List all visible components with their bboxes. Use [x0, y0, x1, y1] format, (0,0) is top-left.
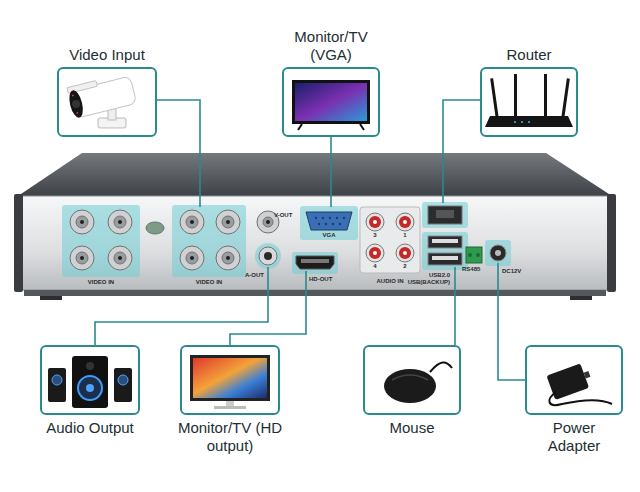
device-label: Video Input: [37, 46, 177, 64]
port-label: 2: [401, 263, 409, 270]
device-label: Monitor/TV (HD output): [175, 419, 285, 455]
port-label: RS485: [462, 266, 492, 273]
port-label: 1: [401, 232, 409, 239]
port-label: 3: [371, 232, 379, 239]
callout-box: Router: [480, 67, 578, 137]
callout-box: Monitor/TV (VGA): [282, 67, 380, 137]
callout-box: Video Input: [57, 67, 157, 137]
port-label: VGA: [318, 232, 340, 239]
port-label: DC12V: [502, 268, 532, 275]
callout-box: Power Adapter: [525, 345, 623, 415]
device-label: Mouse: [352, 419, 472, 437]
callout-box: Audio Output: [40, 345, 140, 415]
callout-box: Mouse: [363, 345, 461, 415]
port-label: 4: [371, 263, 379, 270]
port-label: USB2.0: [400, 272, 450, 279]
port-label: A-OUT: [238, 272, 264, 279]
port-label: V-OUT: [274, 212, 300, 219]
device-label: Power Adapter: [534, 419, 614, 455]
device-label: Router: [469, 46, 589, 64]
device-label: Audio Output: [20, 419, 160, 437]
callout-box: Monitor/TV (HD output): [180, 345, 280, 415]
device-label: Monitor/TV (VGA): [276, 28, 386, 64]
port-label: USB(BACKUP): [400, 279, 450, 286]
port-label: VIDEO IN: [172, 279, 246, 286]
port-label: HD-OUT: [309, 276, 339, 283]
port-label: VIDEO IN: [62, 279, 140, 286]
